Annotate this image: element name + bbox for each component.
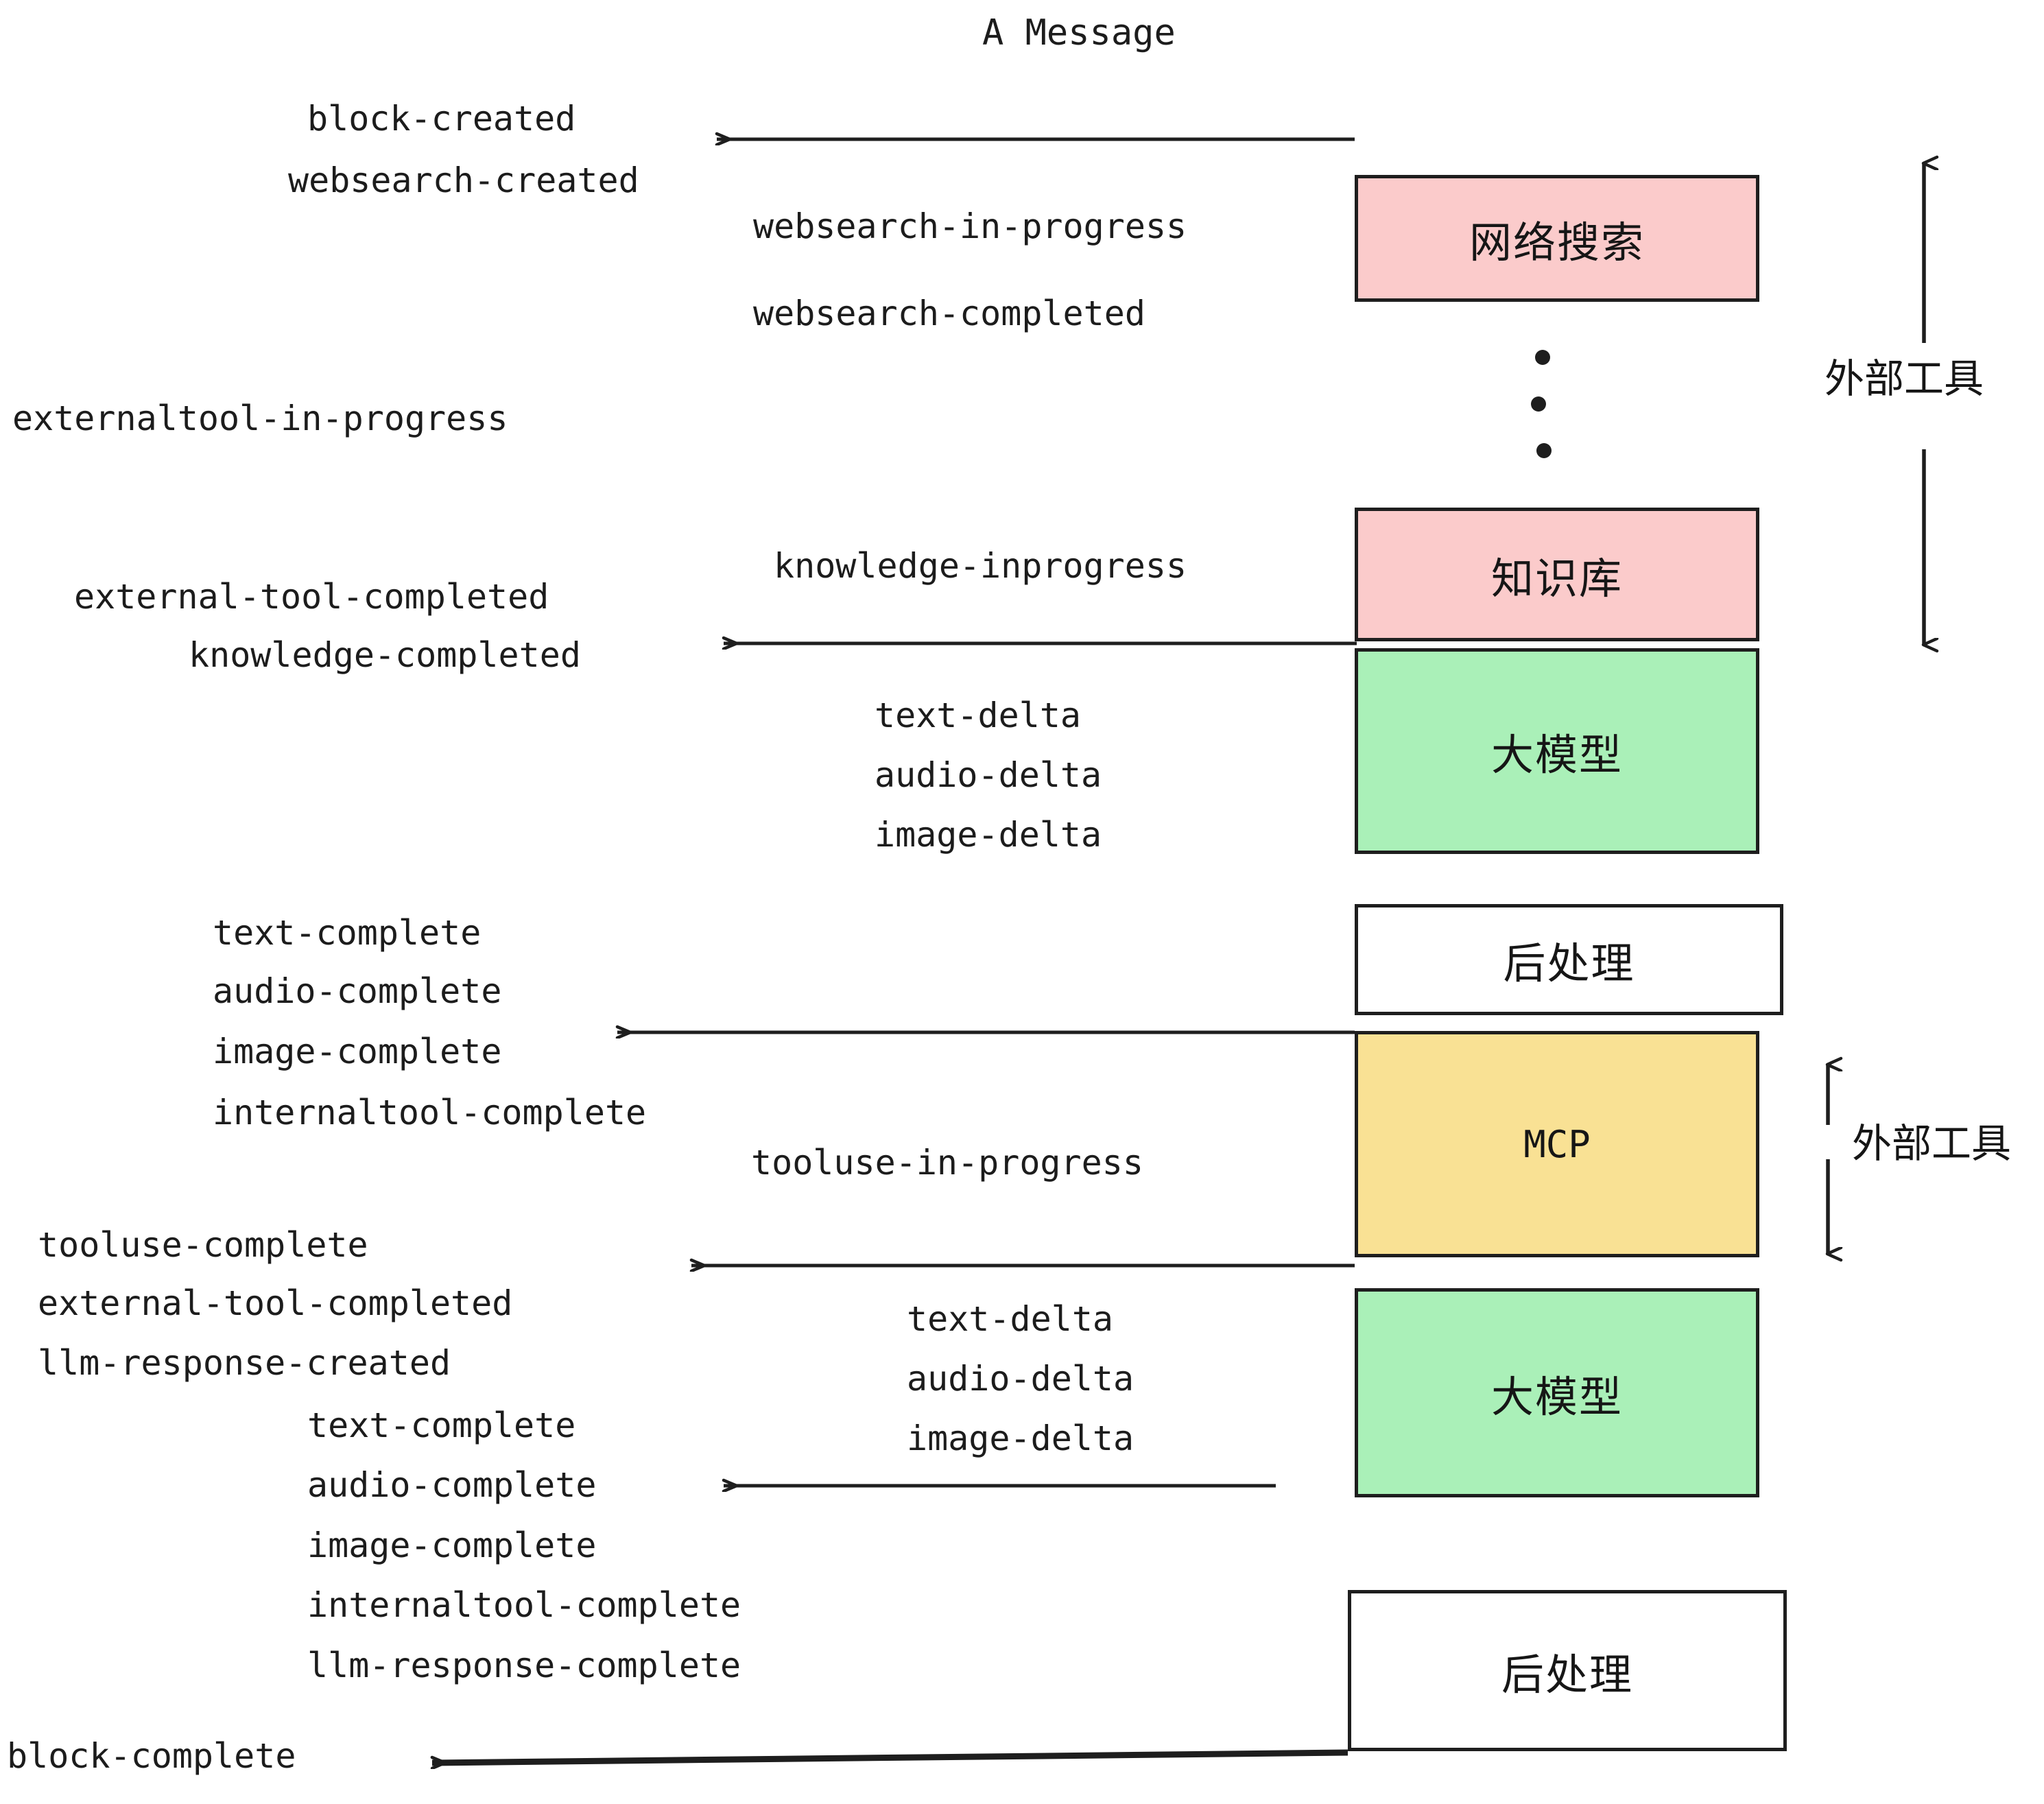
side-label-external-tools-bottom: 外部工具 xyxy=(1852,1120,2012,1167)
event-text-delta-2: text-delta xyxy=(907,1299,1114,1339)
side-label-external-tools-top: 外部工具 xyxy=(1825,355,1984,402)
event-websearch-completed: websearch-completed xyxy=(753,294,1145,333)
node-knowledge-label: 知识库 xyxy=(1490,553,1623,604)
event-internaltool-complete-2: internaltool-complete xyxy=(307,1585,741,1625)
node-postprocess-1[interactable]: 后处理 xyxy=(1355,904,1783,1015)
event-externaltool-in-progress: externaltool-in-progress xyxy=(12,399,508,438)
node-llm-2-label: 大模型 xyxy=(1490,1371,1623,1422)
event-audio-delta-1: audio-delta xyxy=(875,755,1102,795)
event-image-delta-1: image-delta xyxy=(875,815,1102,855)
ellipsis-dot-icon xyxy=(1531,396,1546,412)
event-external-tool-completed-1: external-tool-completed xyxy=(74,577,549,617)
ellipsis-dot-icon xyxy=(1536,443,1552,458)
diagram-title: A Message xyxy=(982,12,1176,54)
event-knowledge-inprogress: knowledge-inprogress xyxy=(774,546,1187,586)
event-text-complete-2: text-complete xyxy=(307,1405,576,1445)
node-websearch[interactable]: 网络搜索 xyxy=(1355,175,1759,302)
event-image-delta-2: image-delta xyxy=(907,1419,1134,1458)
event-llm-response-complete: llm-response-complete xyxy=(307,1646,741,1685)
node-mcp-label: MCP xyxy=(1523,1122,1591,1166)
event-audio-delta-2: audio-delta xyxy=(907,1359,1134,1399)
event-image-complete-2: image-complete xyxy=(307,1526,597,1565)
event-external-tool-completed-2: external-tool-completed xyxy=(38,1283,513,1323)
node-llm-1-label: 大模型 xyxy=(1490,730,1623,780)
event-audio-complete-2: audio-complete xyxy=(307,1465,597,1505)
event-audio-complete-1: audio-complete xyxy=(213,971,502,1011)
node-knowledge[interactable]: 知识库 xyxy=(1355,508,1759,641)
node-postprocess-1-label: 后处理 xyxy=(1503,938,1635,988)
event-websearch-created: websearch-created xyxy=(288,161,639,200)
event-internaltool-complete-1: internaltool-complete xyxy=(213,1093,647,1132)
event-tooluse-complete: tooluse-complete xyxy=(38,1225,368,1265)
event-knowledge-completed: knowledge-completed xyxy=(189,635,581,675)
node-postprocess-2-label: 后处理 xyxy=(1501,1649,1633,1700)
event-text-delta-1: text-delta xyxy=(875,696,1082,735)
node-postprocess-2[interactable]: 后处理 xyxy=(1348,1590,1787,1751)
node-mcp[interactable]: MCP xyxy=(1355,1031,1759,1257)
event-image-complete-1: image-complete xyxy=(213,1032,502,1071)
event-block-complete: block-complete xyxy=(7,1736,296,1776)
arrow-postprocess2-to-block-complete xyxy=(432,1749,1348,1763)
node-websearch-label: 网络搜索 xyxy=(1469,217,1645,268)
node-llm-1[interactable]: 大模型 xyxy=(1355,648,1759,854)
event-tooluse-in-progress: tooluse-in-progress xyxy=(751,1143,1143,1183)
event-text-complete-1: text-complete xyxy=(213,913,482,953)
event-llm-response-created: llm-response-created xyxy=(38,1343,451,1383)
node-llm-2[interactable]: 大模型 xyxy=(1355,1288,1759,1497)
event-websearch-in-progress: websearch-in-progress xyxy=(753,206,1187,246)
event-block-created: block-created xyxy=(307,99,576,139)
ellipsis-dot-icon xyxy=(1535,350,1550,365)
